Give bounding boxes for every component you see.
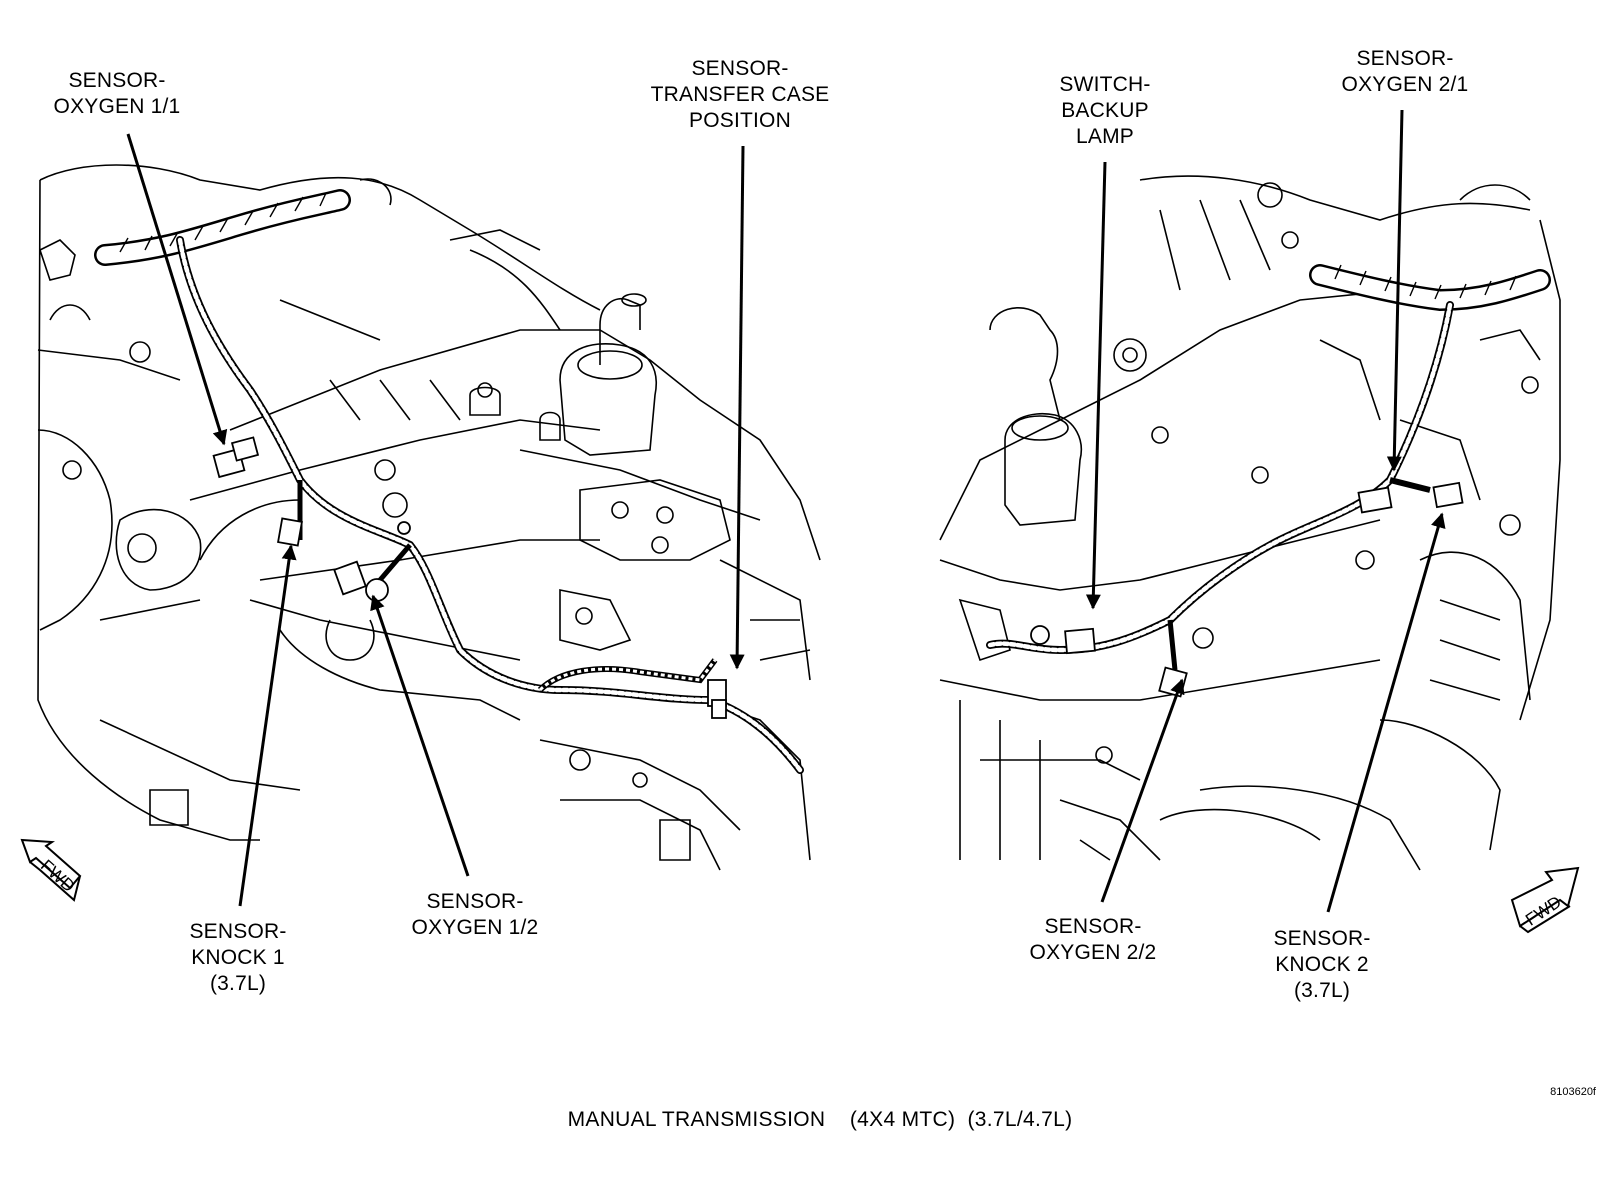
arrow-knock-1 <box>238 544 297 907</box>
label-sensor-oxygen-1-2: SENSOR-OXYGEN 1/2 <box>411 890 539 939</box>
figure-id: 8103620f <box>1550 1086 1596 1098</box>
fwd-indicator-right: FWD <box>1510 866 1580 934</box>
label-sensor-knock-2: SENSOR-KNOCK 2(3.7L) <box>1273 927 1371 1002</box>
left-wiring-harness <box>94 189 804 774</box>
arrow-oxygen-2-2 <box>1100 678 1185 903</box>
fwd-arrow-right-icon <box>1510 866 1580 928</box>
label-sensor-oxygen-2-2: SENSOR-OXYGEN 2/2 <box>1029 915 1157 964</box>
arrow-oxygen-2-1 <box>1386 109 1404 472</box>
fwd-indicator-left: FWD <box>20 838 82 902</box>
label-sensor-knock-1: SENSOR-KNOCK 1(3.7L) <box>189 920 287 995</box>
fwd-arrow-left-icon <box>20 838 82 890</box>
arrow-oxygen-1-2 <box>370 594 470 877</box>
figure-caption: MANUAL TRANSMISSION (4X4 MTC) (3.7L/4.7L… <box>567 1108 1073 1131</box>
arrow-knock-2 <box>1326 512 1446 913</box>
label-sensor-oxygen-2-1: SENSOR-OXYGEN 2/1 <box>1341 47 1469 96</box>
right-connectors <box>1030 481 1464 698</box>
fwd-label-left: FWD <box>37 856 78 896</box>
left-connectors <box>212 436 727 719</box>
left-transmission-drawing <box>37 164 821 871</box>
leader-arrows <box>126 109 1446 913</box>
label-sensor-oxygen-1-1: SENSOR-OXYGEN 1/1 <box>53 69 181 118</box>
arrow-backup-lamp <box>1085 161 1107 610</box>
arrow-transfer-case <box>729 145 745 670</box>
right-wiring-harness <box>986 264 1551 671</box>
right-transmission-drawing <box>939 175 1561 871</box>
arrow-oxygen-1-1 <box>126 133 228 446</box>
